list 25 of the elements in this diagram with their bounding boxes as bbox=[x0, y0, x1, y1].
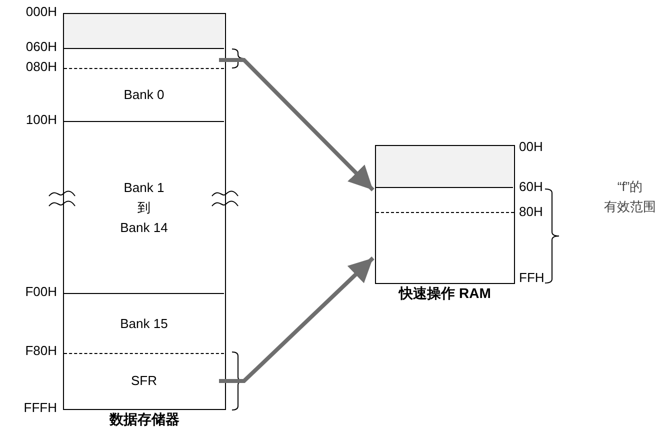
bank-label: 到 bbox=[138, 198, 150, 216]
address-label: 080H bbox=[26, 60, 57, 74]
address-label: 60H bbox=[519, 180, 543, 194]
range-note: “f”的 bbox=[616, 178, 644, 196]
bank-label: Bank 14 bbox=[120, 218, 168, 236]
bank-label: SFR bbox=[131, 372, 157, 390]
address-label: 060H bbox=[26, 40, 57, 54]
memory-caption: 数据存储器 bbox=[108, 411, 180, 429]
reserved-region bbox=[64, 14, 224, 49]
address-label: 000H bbox=[26, 5, 57, 19]
bank-label: Bank 15 bbox=[120, 314, 168, 332]
address-label: 00H bbox=[519, 140, 543, 154]
bank-label: Bank 0 bbox=[124, 86, 164, 104]
address-label: 100H bbox=[26, 113, 57, 127]
address-label: 80H bbox=[519, 205, 543, 219]
arrow bbox=[219, 58, 374, 192]
address-label: FFFH bbox=[24, 401, 57, 415]
memory-caption: 快速操作 RAM bbox=[397, 285, 492, 303]
address-label: F00H bbox=[25, 285, 57, 299]
bank-label: Bank 1 bbox=[124, 178, 164, 196]
range-note: 有效范围 bbox=[603, 198, 657, 216]
reserved-region bbox=[376, 146, 513, 188]
address-label: FFH bbox=[519, 271, 544, 285]
address-label: F80H bbox=[25, 344, 57, 358]
arrow bbox=[219, 256, 374, 383]
